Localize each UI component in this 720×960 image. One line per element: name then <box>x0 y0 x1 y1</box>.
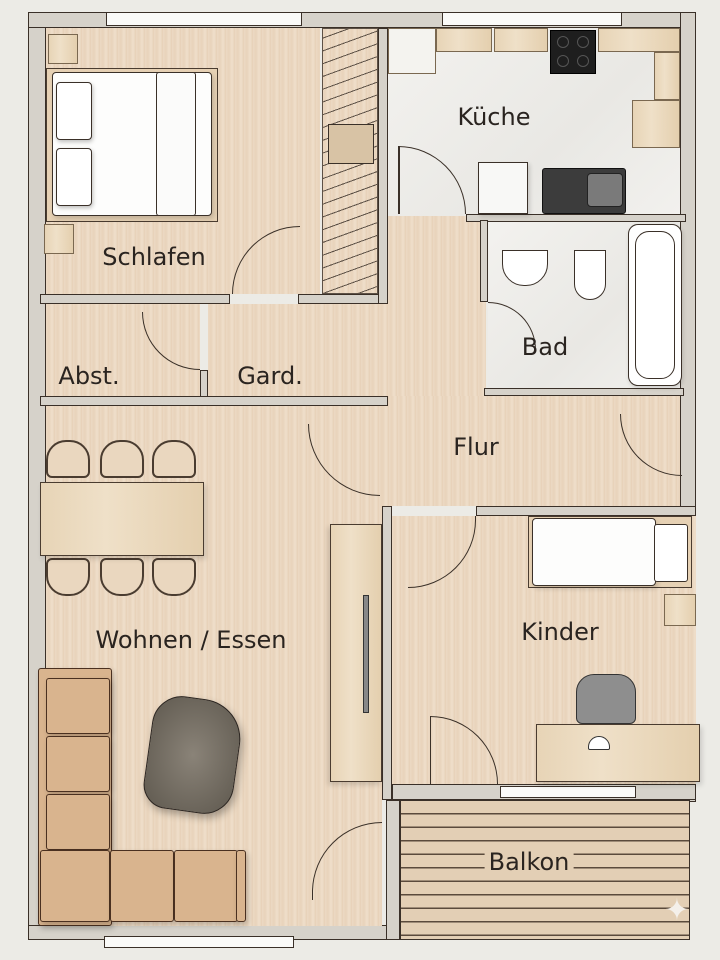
fridge <box>478 162 528 214</box>
blanket-fold <box>156 72 196 216</box>
dining-chair <box>46 558 90 596</box>
room-label-gard: Gard. <box>237 362 303 390</box>
room-label-bad: Bad <box>521 333 569 361</box>
floor-gard <box>208 304 388 396</box>
pillow-1 <box>56 82 92 140</box>
nightstand-top <box>48 34 78 64</box>
room-label-abst: Abst. <box>58 362 120 390</box>
desk-chair <box>576 674 636 724</box>
burner-icon <box>577 55 589 67</box>
wall-schlafen-bottom-right <box>298 294 388 304</box>
kitchen-sink <box>542 168 626 214</box>
dining-chair <box>100 558 144 596</box>
room-label-flur: Flur <box>453 433 499 461</box>
wall-bad-bottom <box>484 388 684 396</box>
wall-bad-left <box>480 220 488 302</box>
burner-icon <box>577 36 589 48</box>
wall-balkon-left <box>386 800 400 940</box>
bathtub-inner <box>635 231 675 379</box>
sofa-seat-4 <box>110 850 174 922</box>
window-schlafen <box>106 12 302 26</box>
wall-kinder-top <box>476 506 696 516</box>
room-label-kueche: Küche <box>457 103 531 131</box>
wall-wohnen-right <box>382 506 392 800</box>
kinder-nightstand <box>664 594 696 626</box>
kitchen-cabinet-3 <box>598 28 680 52</box>
window-kinder <box>500 786 636 798</box>
wall-wardrobe-right <box>378 28 388 304</box>
room-label-schlafen: Schlafen <box>102 243 206 271</box>
bathtub <box>628 224 682 386</box>
dining-chair <box>152 558 196 596</box>
kitchen-cabinet-4 <box>654 52 680 100</box>
room-label-wohnen-essen: Wohnen / Essen <box>95 626 287 654</box>
toilet <box>574 250 606 300</box>
counter-top <box>388 28 436 74</box>
pillow-2 <box>56 148 92 206</box>
washbasin <box>502 250 548 286</box>
sparkle-icon: ✦ <box>664 893 690 928</box>
burner-icon <box>557 36 569 48</box>
desk-lamp-icon <box>588 736 610 750</box>
wall-kueche-bottom <box>466 214 686 222</box>
sofa-seat-1 <box>46 678 110 734</box>
dining-chair <box>152 440 196 478</box>
sofa-seat-corner <box>40 850 110 922</box>
kitchen-cabinet-5 <box>632 100 680 148</box>
burner-icon <box>557 55 569 67</box>
dining-chair <box>100 440 144 478</box>
sofa-arm <box>236 850 246 922</box>
dining-chair <box>46 440 90 478</box>
single-bed <box>532 518 656 586</box>
room-label-balkon: Balkon <box>484 848 574 876</box>
kitchen-cabinet-1 <box>436 28 492 52</box>
room-label-kinder: Kinder <box>521 618 599 646</box>
window-kueche <box>442 12 622 26</box>
window-wohnen <box>104 936 294 948</box>
sink-basin <box>587 173 623 207</box>
dining-table <box>40 482 204 556</box>
single-bed-pillow <box>654 524 688 582</box>
nightstand-bottom <box>44 224 74 254</box>
sofa-seat-5 <box>174 850 238 922</box>
wall-gard-bottom <box>40 396 388 406</box>
lounge-chair <box>140 692 246 818</box>
kitchen-cabinet-2 <box>494 28 548 52</box>
tv-sideboard <box>330 524 382 782</box>
stove <box>550 30 596 74</box>
tv <box>363 595 369 713</box>
sofa-seat-2 <box>46 736 110 792</box>
wall-schlafen-bottom <box>40 294 230 304</box>
desk <box>536 724 700 782</box>
sofa-seat-3 <box>46 794 110 850</box>
wardrobe-shelf <box>328 124 374 164</box>
